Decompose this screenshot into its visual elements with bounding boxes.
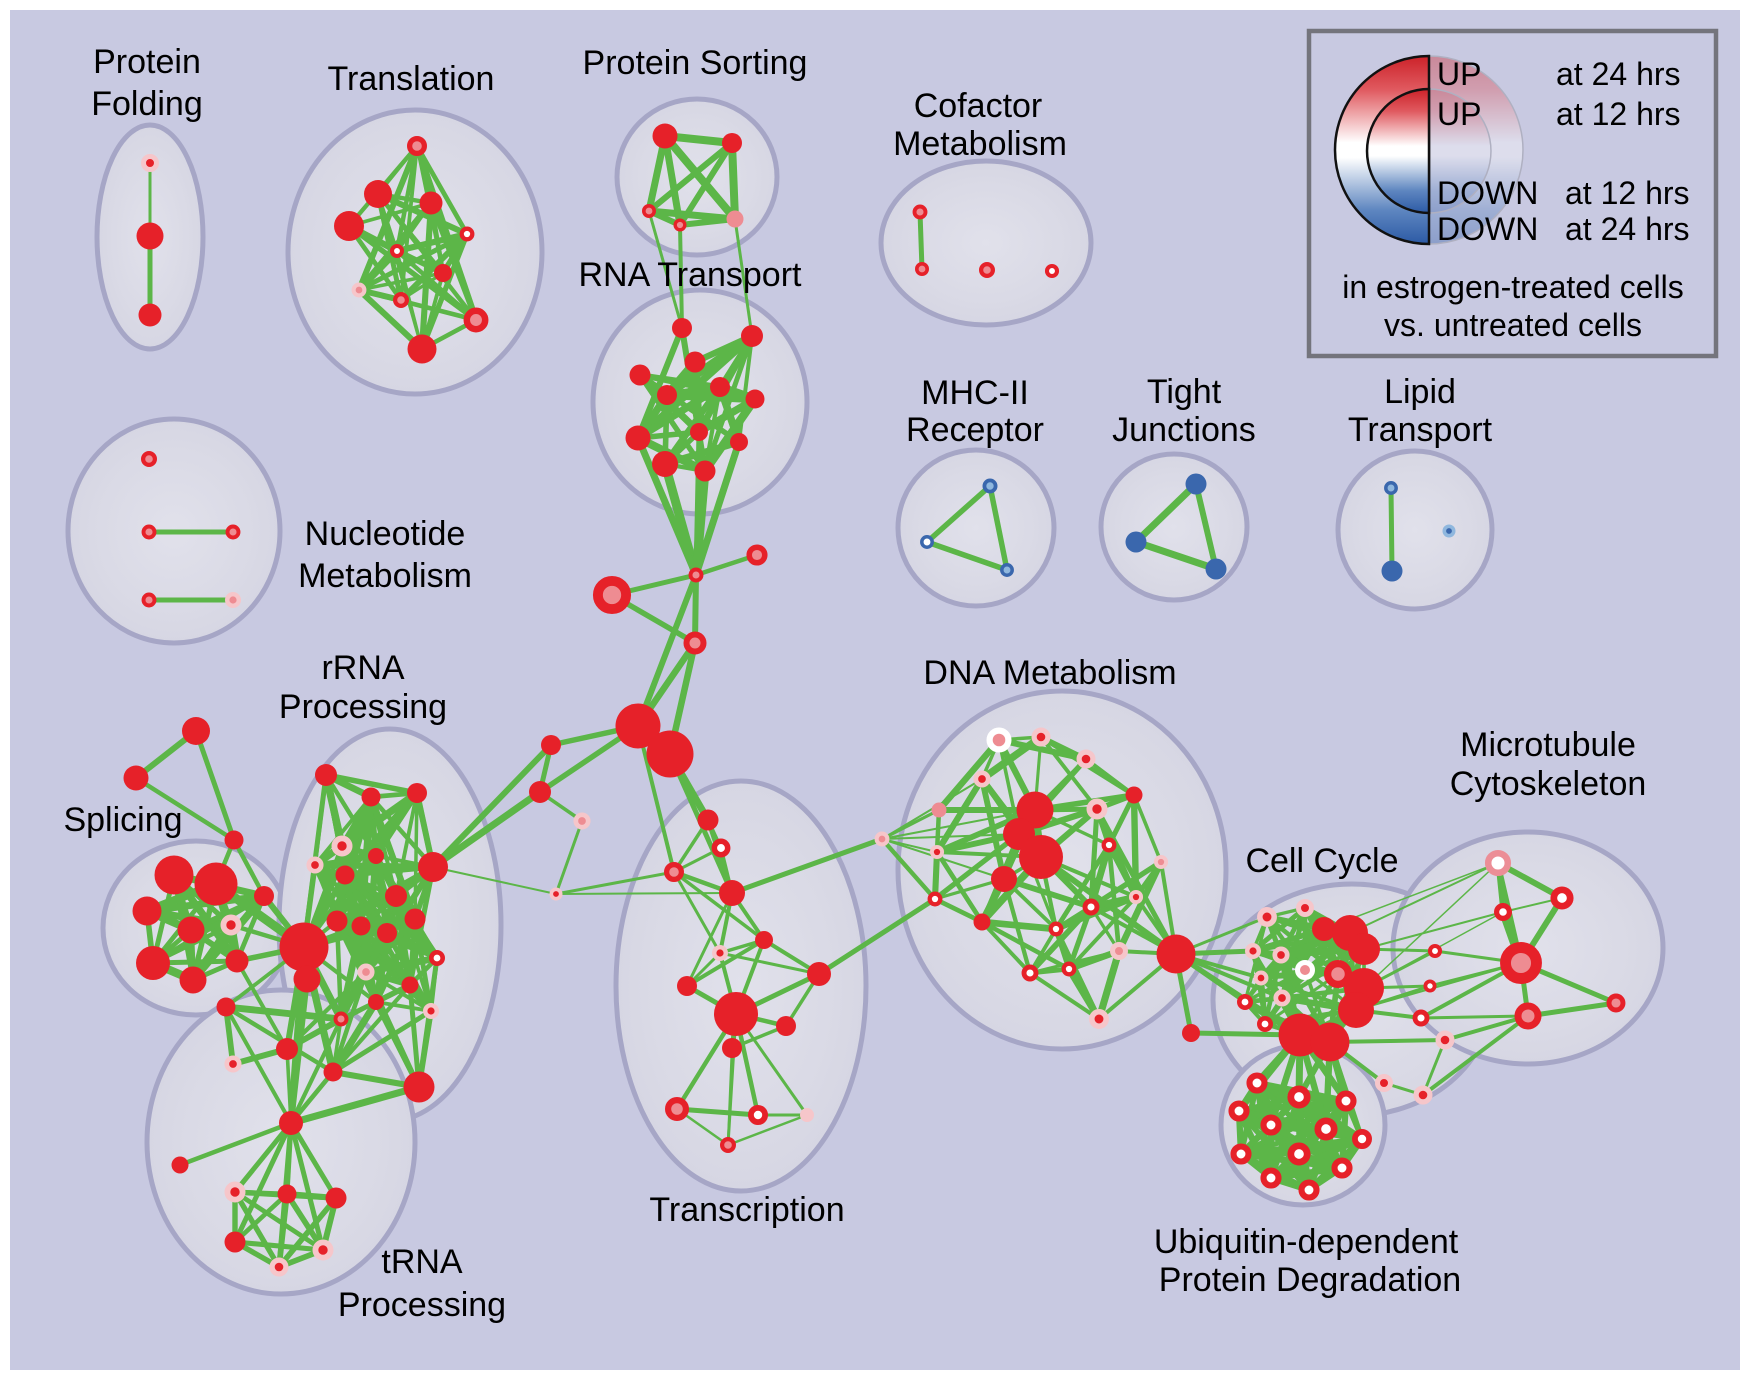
svg-text:Junctions: Junctions [1112, 411, 1256, 449]
svg-text:DNA Metabolism: DNA Metabolism [923, 654, 1176, 692]
svg-text:Nucleotide: Nucleotide [305, 515, 466, 553]
svg-text:Metabolism: Metabolism [298, 557, 472, 595]
svg-text:at 12 hrs: at 12 hrs [1556, 96, 1681, 132]
svg-text:Lipid: Lipid [1384, 373, 1456, 411]
svg-text:DOWN: DOWN [1437, 211, 1538, 247]
svg-text:Cytoskeleton: Cytoskeleton [1450, 765, 1647, 803]
svg-text:UP: UP [1437, 56, 1481, 92]
svg-text:tRNA: tRNA [381, 1243, 463, 1281]
svg-text:Processing: Processing [338, 1286, 506, 1324]
svg-text:rRNA: rRNA [321, 649, 404, 687]
svg-text:Cofactor: Cofactor [914, 87, 1043, 125]
svg-text:Protein Sorting: Protein Sorting [583, 44, 808, 82]
svg-text:Ubiquitin-dependent: Ubiquitin-dependent [1154, 1223, 1459, 1261]
svg-text:at 24 hrs: at 24 hrs [1565, 211, 1690, 247]
svg-text:Cell Cycle: Cell Cycle [1245, 842, 1398, 880]
svg-text:RNA Transport: RNA Transport [579, 256, 803, 294]
svg-text:Processing: Processing [279, 688, 447, 726]
svg-text:Microtubule: Microtubule [1460, 726, 1636, 764]
svg-text:Folding: Folding [91, 85, 203, 123]
svg-text:Protein Degradation: Protein Degradation [1159, 1261, 1461, 1299]
svg-text:Metabolism: Metabolism [893, 125, 1067, 163]
svg-text:Translation: Translation [328, 60, 495, 98]
svg-text:DOWN: DOWN [1437, 175, 1538, 211]
svg-text:Transport: Transport [1348, 411, 1493, 449]
svg-text:MHC-II: MHC-II [921, 374, 1029, 412]
svg-text:Protein: Protein [93, 43, 201, 81]
svg-text:vs. untreated cells: vs. untreated cells [1384, 307, 1642, 343]
svg-text:in estrogen-treated cells: in estrogen-treated cells [1342, 269, 1684, 305]
svg-text:at 24 hrs: at 24 hrs [1556, 56, 1681, 92]
svg-text:Splicing: Splicing [63, 801, 182, 839]
svg-text:UP: UP [1437, 96, 1481, 132]
svg-text:Tight: Tight [1147, 373, 1222, 411]
svg-text:Receptor: Receptor [906, 411, 1044, 449]
svg-text:Transcription: Transcription [649, 1191, 844, 1229]
svg-text:at 12 hrs: at 12 hrs [1565, 175, 1690, 211]
